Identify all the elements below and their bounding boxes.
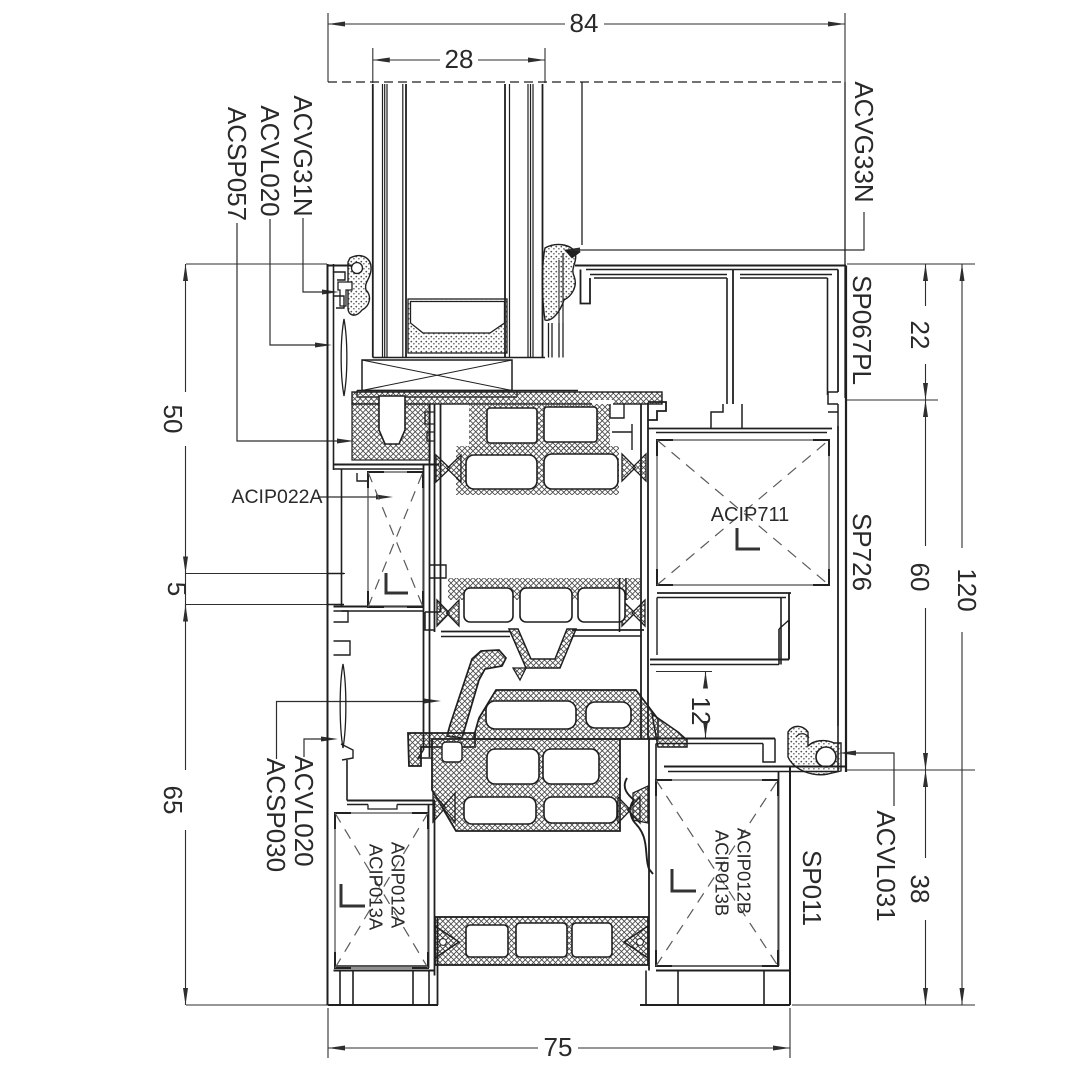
svg-text:50: 50	[158, 405, 188, 434]
svg-text:28: 28	[445, 44, 474, 74]
svg-text:60: 60	[905, 563, 935, 592]
svg-text:120: 120	[952, 568, 982, 611]
svg-text:ACIP013B: ACIP013B	[712, 830, 733, 916]
svg-text:22: 22	[905, 321, 935, 350]
svg-text:SP726: SP726	[847, 513, 877, 591]
svg-text:12: 12	[686, 697, 716, 726]
svg-text:ACSP030: ACSP030	[261, 758, 291, 872]
svg-text:SP011: SP011	[797, 850, 827, 926]
svg-text:5: 5	[162, 582, 192, 596]
svg-text:SP067PL: SP067PL	[847, 275, 877, 385]
svg-text:ACIP711: ACIP711	[711, 504, 790, 526]
svg-text:ACVG31N: ACVG31N	[288, 95, 318, 216]
svg-text:ACIP012A: ACIP012A	[388, 842, 409, 929]
svg-text:ACIP022A: ACIP022A	[231, 486, 322, 508]
svg-text:38: 38	[905, 875, 935, 904]
svg-text:ACVL031: ACVL031	[871, 810, 901, 921]
svg-text:ACVG33N: ACVG33N	[849, 81, 879, 202]
svg-text:ACIP012B: ACIP012B	[734, 828, 755, 914]
svg-text:ACSP057: ACSP057	[222, 107, 252, 221]
svg-text:84: 84	[570, 8, 599, 38]
svg-text:75: 75	[544, 1032, 573, 1062]
svg-text:ACVL020: ACVL020	[289, 755, 319, 866]
svg-text:65: 65	[158, 786, 188, 815]
svg-text:ACIP013A: ACIP013A	[366, 844, 387, 931]
svg-text:ACVL020: ACVL020	[255, 105, 285, 216]
